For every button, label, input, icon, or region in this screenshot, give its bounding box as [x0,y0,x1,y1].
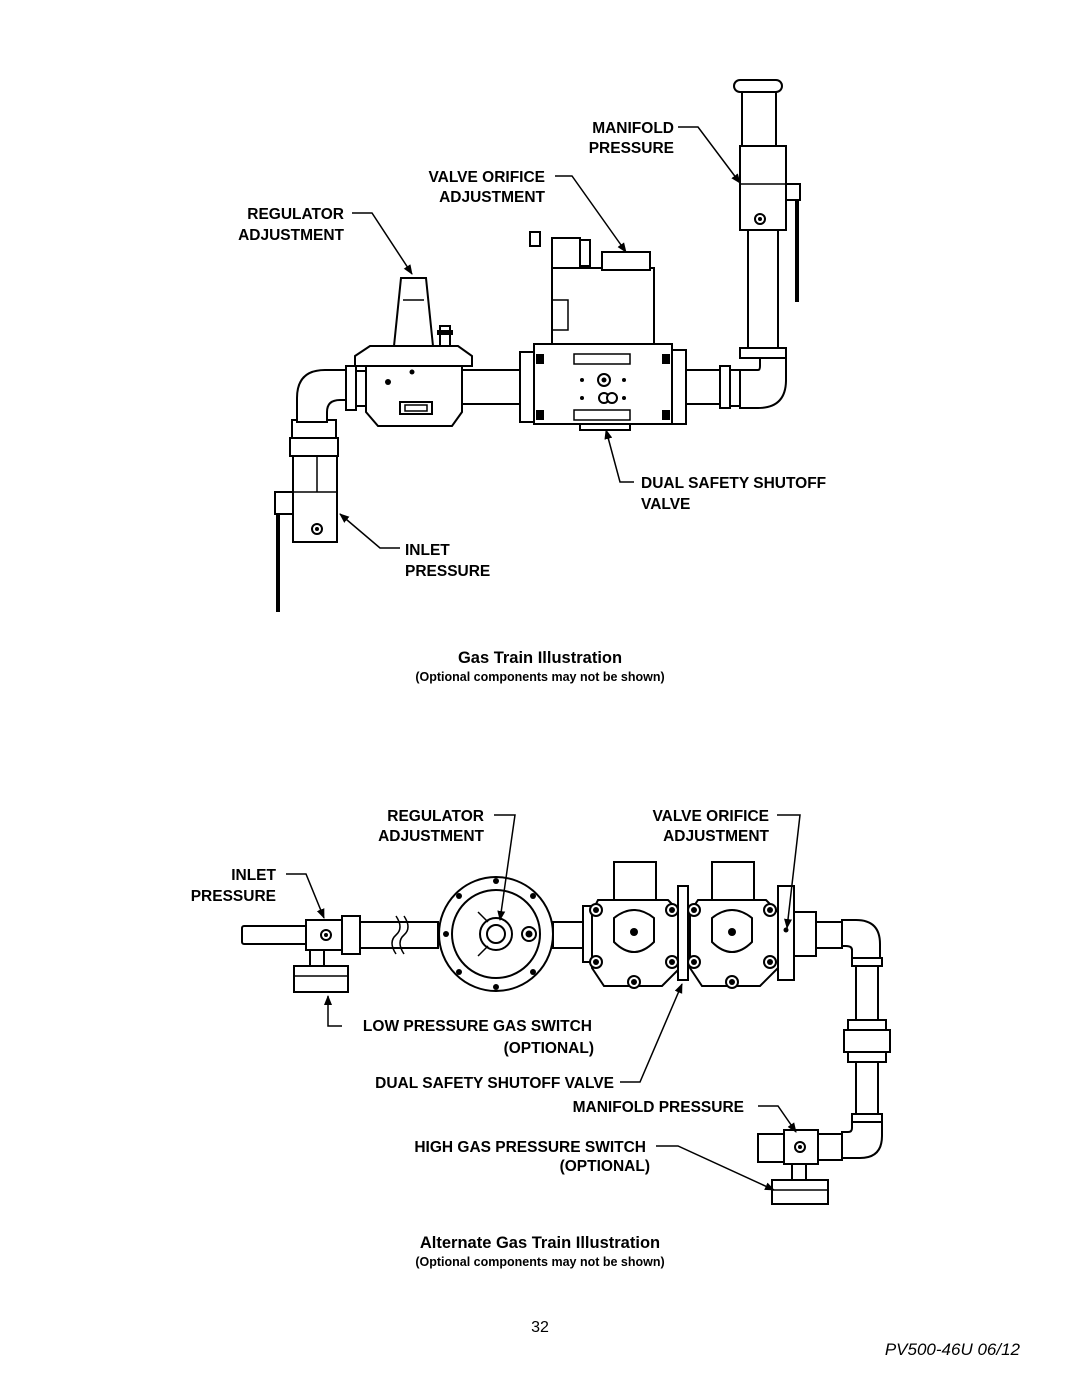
label-manifold-line2: PRESSURE [589,140,674,157]
label-high-switch-line2: (OPTIONAL) [560,1158,650,1175]
label-dual-valve: DUAL SAFETY SHUTOFF VALVE [375,1075,614,1092]
regulator-adjustment-leader [352,212,413,275]
valve-orifice-leader [777,814,801,929]
outlet-elbow [841,919,881,959]
connecting-pipe [461,369,521,405]
label-valve-orifice-line2: ADJUSTMENT [439,189,545,206]
manifold-pressure-leader [678,126,741,184]
label-valve-orifice-line1: VALVE ORIFICE [652,808,769,825]
dual-valve-leader [604,429,634,483]
label-regulator-line1: REGULATOR [247,206,344,223]
label-inlet-line1: INLET [405,542,450,559]
manifold-pressure-leader [758,1105,797,1133]
regulator-adjustment-leader [494,814,516,921]
label-manifold: MANIFOLD PRESSURE [573,1099,744,1116]
label-manifold-line1: MANIFOLD [592,120,674,137]
valve-orifice-leader [555,175,627,253]
alternate-gas-train-diagram: REGULATOR ADJUSTMENT VALVE ORIFICE ADJUS… [191,808,891,1269]
low-pressure-switch [293,965,349,993]
dual-safety-shutoff-valve [529,231,673,431]
page-number: 32 [531,1319,549,1336]
label-regulator-line2: ADJUSTMENT [378,828,484,845]
low-switch-leader [324,995,342,1027]
high-switch-leader [656,1145,775,1191]
inlet-valve-handle [241,925,309,945]
label-low-switch-line1: LOW PRESSURE GAS SWITCH [363,1018,592,1035]
diagram1-caption: Gas Train Illustration [458,649,622,667]
gas-train-diagram: MANIFOLD PRESSURE VALVE ORIFICE ADJUSTME… [238,79,826,684]
label-dual-valve-line2: VALVE [641,496,690,513]
regulator [354,277,473,427]
label-valve-orifice-line1: VALVE ORIFICE [428,169,545,186]
diagram1-subcaption: (Optional components may not be shown) [415,670,664,684]
label-regulator-line2: ADJUSTMENT [238,227,344,244]
diagram2-subcaption: (Optional components may not be shown) [415,1255,664,1269]
label-inlet-line2: PRESSURE [191,888,276,905]
pipe-union [843,1029,891,1053]
label-inlet-line2: PRESSURE [405,563,490,580]
document-code: PV500-46U 06/12 [884,1340,1020,1359]
label-regulator-line1: REGULATOR [387,808,484,825]
inlet-pressure-leader [339,513,400,549]
regulator [438,876,554,992]
label-inlet-line1: INLET [231,867,276,884]
high-pressure-switch [771,1179,829,1205]
dual-safety-shutoff-valve [589,861,795,989]
inlet-pressure-leader [286,873,325,919]
diagram2-caption: Alternate Gas Train Illustration [420,1234,660,1252]
label-high-switch-line1: HIGH GAS PRESSURE SWITCH [414,1139,646,1156]
inlet-ball-valve [274,419,339,612]
inlet-elbow [296,369,353,423]
label-dual-valve-line1: DUAL SAFETY SHUTOFF [641,475,826,492]
outlet-elbow [739,355,787,409]
label-valve-orifice-line2: ADJUSTMENT [663,828,769,845]
label-low-switch-line2: (OPTIONAL) [504,1040,594,1057]
dual-valve-leader [620,983,683,1083]
